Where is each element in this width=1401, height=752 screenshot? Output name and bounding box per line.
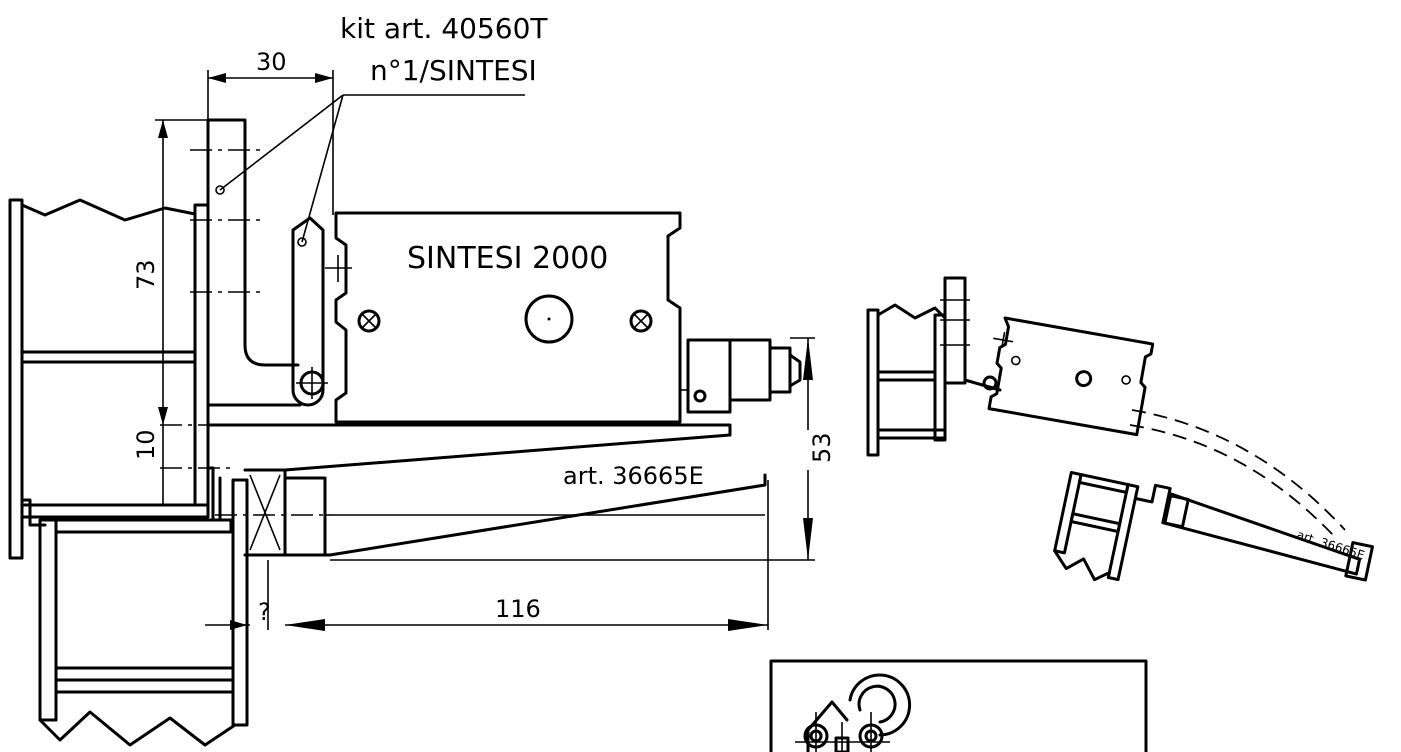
sintesi-box xyxy=(325,211,682,424)
gap-label: ? xyxy=(258,598,271,626)
detail-inset xyxy=(769,659,1148,752)
kit-bracket xyxy=(206,118,328,407)
dim-53-label: 53 xyxy=(808,432,836,463)
kit-label-line1: kit art. 40560T xyxy=(340,12,548,45)
dim-10-label: 10 xyxy=(132,429,160,460)
center-lines xyxy=(160,149,330,516)
box-title: SINTESI 2000 xyxy=(407,241,608,276)
frame-profile xyxy=(8,198,215,560)
support-arm xyxy=(206,338,802,557)
dim-30-label: 30 xyxy=(256,48,287,76)
kit-label-line2: n°1/SINTESI xyxy=(370,54,537,87)
dimension-73: 73 xyxy=(132,119,208,425)
dim-73-label: 73 xyxy=(132,259,160,290)
arm-label: art. 36665E xyxy=(563,462,704,490)
sash-profile xyxy=(38,476,249,747)
dim-116-label: 116 xyxy=(495,595,541,623)
dimension-53: 53 xyxy=(330,337,836,561)
dimension-30: 30 xyxy=(207,48,334,215)
kit-leader xyxy=(219,94,525,243)
open-position-view: art. 36665E xyxy=(866,276,1374,582)
dimension-116: 116 xyxy=(267,480,769,631)
dimension-10: 10 xyxy=(132,425,164,505)
dimension-gap: ? xyxy=(205,598,271,630)
